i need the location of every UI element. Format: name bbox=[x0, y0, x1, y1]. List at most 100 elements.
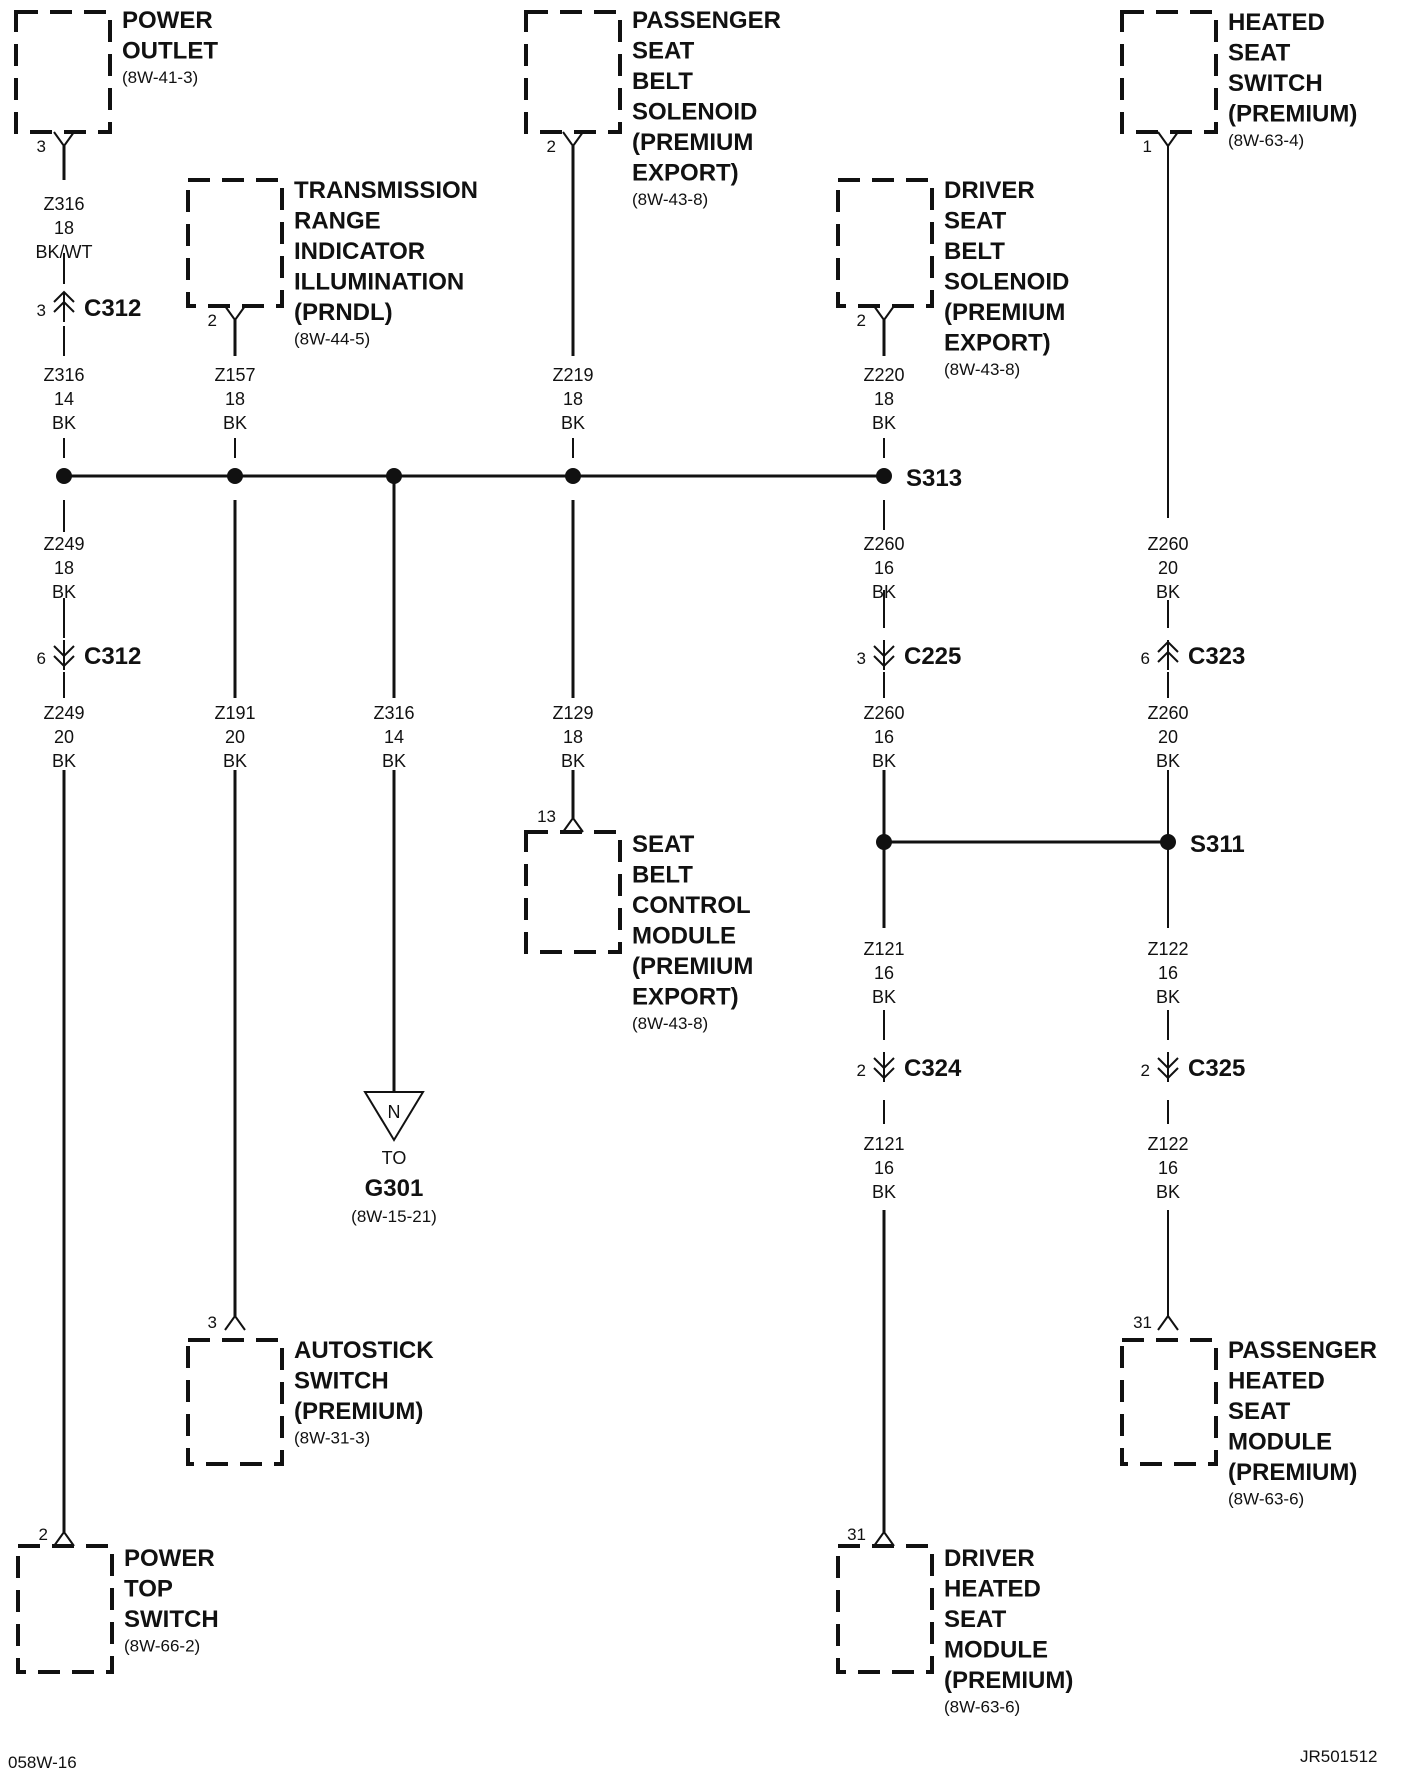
component-title-line: SOLENOID bbox=[632, 99, 757, 126]
component-title-line: MODULE bbox=[944, 1637, 1048, 1664]
component-title-line: (PREMIUM) bbox=[294, 1398, 423, 1425]
wire-label-line: 18 bbox=[874, 389, 894, 409]
connector-name: C312 bbox=[84, 295, 141, 322]
component-title-line: POWER bbox=[122, 7, 213, 34]
ground-to-label: TO bbox=[382, 1148, 407, 1168]
component-title-line: HEATED bbox=[1228, 9, 1325, 36]
box-seat-belt-control-module bbox=[524, 830, 622, 954]
wire-label-line: BK bbox=[52, 413, 76, 433]
wire-label-line: Z316 bbox=[43, 194, 84, 214]
component-title-line: (PREMIUM bbox=[632, 129, 753, 156]
component-title-line: EXPORT) bbox=[632, 160, 739, 187]
component-prndl: TRANSMISSIONRANGEINDICATORILLUMINATION(P… bbox=[208, 177, 478, 349]
component-pin: 2 bbox=[39, 1525, 48, 1544]
connector-pin: 2 bbox=[857, 1061, 866, 1080]
wire-label-line: BK bbox=[872, 987, 896, 1007]
wire-label-line: Z249 bbox=[43, 534, 84, 554]
component-title-line: SEAT bbox=[944, 1606, 1007, 1633]
component-title-line: PASSENGER bbox=[632, 7, 781, 34]
wire-label-line: BK bbox=[872, 582, 896, 602]
component-title-line: BELT bbox=[632, 68, 693, 95]
component-title-line: (PREMIUM bbox=[944, 299, 1065, 326]
component-title-line: HEATED bbox=[1228, 1368, 1325, 1395]
wire-label-line: BK bbox=[223, 413, 247, 433]
component-driver-seat-belt-solenoid: DRIVERSEATBELTSOLENOID(PREMIUMEXPORT)(8W… bbox=[857, 177, 1070, 379]
box-autostick-switch bbox=[186, 1338, 284, 1466]
component-pin: 1 bbox=[1143, 137, 1152, 156]
component-ref: (8W-41-3) bbox=[122, 68, 198, 87]
box-passenger-seat-belt-solenoid bbox=[524, 10, 622, 134]
component-passenger-heated-seat-module: PASSENGERHEATEDSEATMODULE(PREMIUM)(8W-63… bbox=[1133, 1313, 1377, 1509]
wire-label-line: BK bbox=[1156, 751, 1180, 771]
component-ref: (8W-43-8) bbox=[944, 360, 1020, 379]
wire-label-line: 14 bbox=[384, 727, 404, 747]
component-title-line: TRANSMISSION bbox=[294, 177, 478, 204]
component-pin: 13 bbox=[537, 807, 556, 826]
wire-label-line: BK bbox=[1156, 987, 1180, 1007]
box-power-top-switch bbox=[16, 1544, 114, 1674]
component-title-line: EXPORT) bbox=[944, 330, 1051, 357]
splice-dots bbox=[56, 468, 1176, 850]
ground-symbol-label: N bbox=[388, 1102, 401, 1122]
wire-label-line: Z121 bbox=[863, 939, 904, 959]
wire-label-line: Z157 bbox=[214, 365, 255, 385]
wire-label-line: Z219 bbox=[552, 365, 593, 385]
wire-label-line: BK/WT bbox=[36, 242, 93, 262]
component-title-line: MODULE bbox=[632, 923, 736, 950]
splice-s313: S313 bbox=[906, 465, 962, 492]
component-title-line: SWITCH bbox=[1228, 70, 1323, 97]
wire-label-line: Z191 bbox=[214, 703, 255, 723]
wire-label-line: 20 bbox=[54, 727, 74, 747]
connector-pin: 6 bbox=[1141, 649, 1150, 668]
component-pin: 3 bbox=[208, 1313, 217, 1332]
wire-label-line: 16 bbox=[874, 1158, 894, 1178]
footer-left: 058W-16 bbox=[8, 1753, 77, 1772]
component-ref: (8W-31-3) bbox=[294, 1429, 370, 1448]
wire-label-line: 18 bbox=[225, 389, 245, 409]
box-heated-seat-switch bbox=[1120, 10, 1218, 134]
wire-label-line: 20 bbox=[1158, 727, 1178, 747]
component-passenger-seat-belt-solenoid: PASSENGER SEAT BELT SOLENOID (PREMIUM EXPORT)… bbox=[547, 7, 781, 209]
wire-label-line: Z260 bbox=[1147, 534, 1188, 554]
wire-label-line: BK bbox=[223, 751, 247, 771]
wire-label-line: BK bbox=[872, 751, 896, 771]
component-title-line: BELT bbox=[944, 238, 1005, 265]
component-title-line: EXPORT) bbox=[632, 984, 739, 1011]
component-title-line: TOP bbox=[124, 1576, 173, 1603]
component-pin: 31 bbox=[847, 1525, 866, 1544]
connector-name: C225 bbox=[904, 643, 961, 670]
connector-name: C325 bbox=[1188, 1055, 1245, 1082]
wire-label-line: BK bbox=[52, 751, 76, 771]
component-ref: (8W-43-8) bbox=[632, 1014, 708, 1033]
component-title-line: ILLUMINATION bbox=[294, 269, 464, 296]
wire-label-line: Z260 bbox=[863, 703, 904, 723]
component-ref: (8W-63-6) bbox=[1228, 1490, 1304, 1509]
component-title-line: SEAT bbox=[944, 208, 1007, 235]
wire-labels: Z31618BK/WTZ31614BKZ15718BKZ21918BKZ2201… bbox=[36, 194, 1189, 1202]
wire-label-line: Z129 bbox=[552, 703, 593, 723]
component-title-line: SEAT bbox=[632, 831, 695, 858]
box-prndl bbox=[186, 178, 284, 308]
component-title-line: SEAT bbox=[632, 38, 695, 65]
wire-label-line: Z122 bbox=[1147, 939, 1188, 959]
component-title-line: (PREMIUM) bbox=[1228, 1459, 1357, 1486]
wire-label-line: Z316 bbox=[373, 703, 414, 723]
component-ref: (8W-63-4) bbox=[1228, 131, 1304, 150]
box-driver-seat-belt-solenoid bbox=[836, 178, 934, 308]
wire-label-line: Z316 bbox=[43, 365, 84, 385]
component-title-line: INDICATOR bbox=[294, 238, 425, 265]
connector-symbols bbox=[53, 290, 1179, 1082]
component-ref: (8W-44-5) bbox=[294, 330, 370, 349]
wire-label-line: 16 bbox=[874, 727, 894, 747]
